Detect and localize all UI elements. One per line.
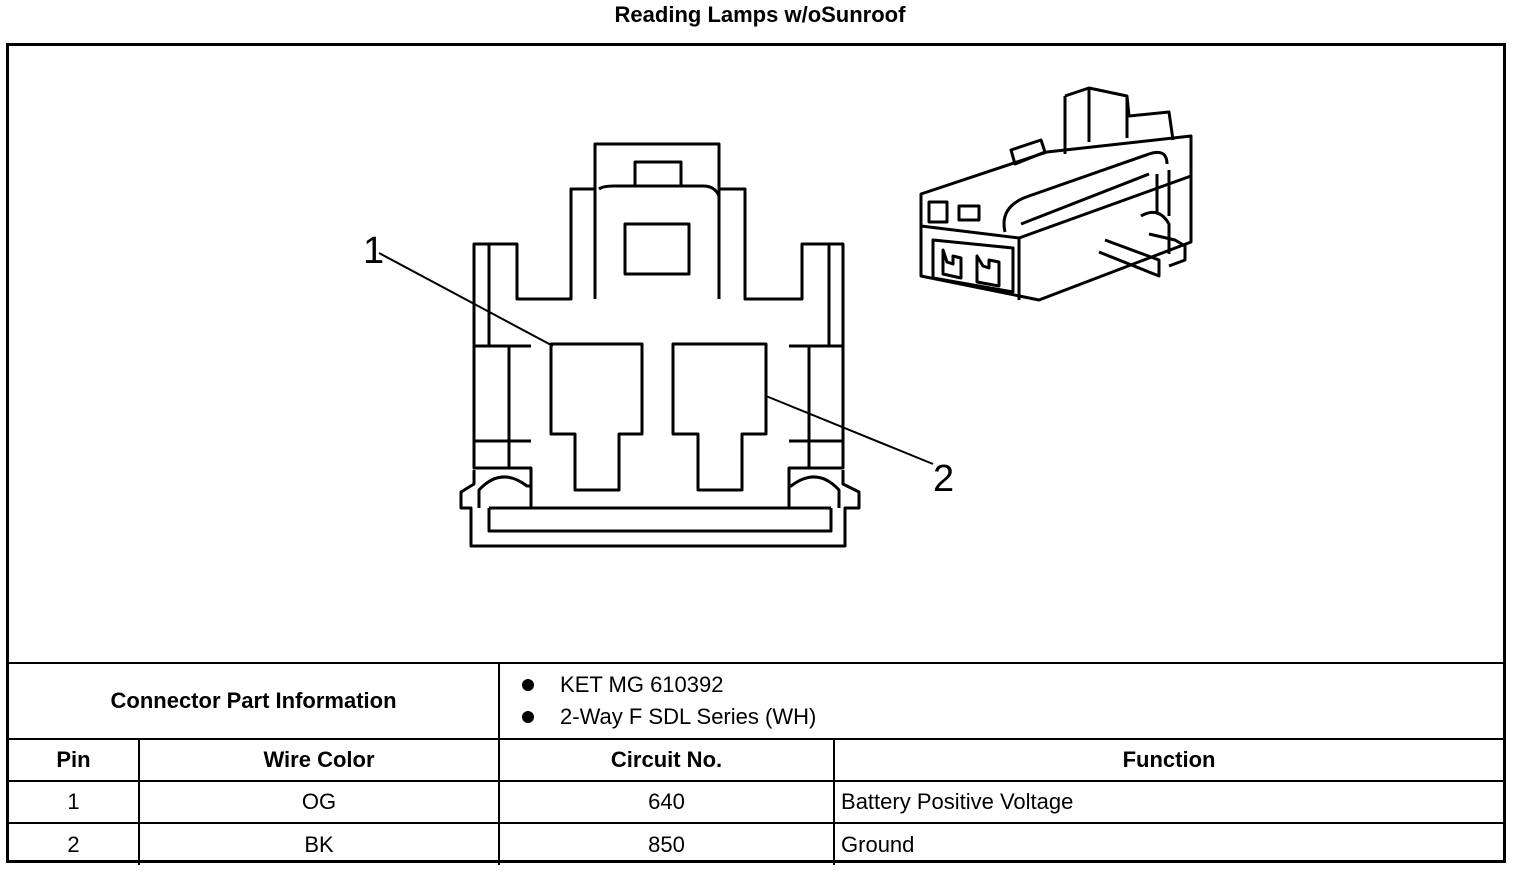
connector-info-row: Connector Part Information KET MG 610392… xyxy=(9,662,1504,740)
cell-circuit: 640 xyxy=(498,780,836,824)
connector-frame: 1 2 Connector Part Information KET MG 61… xyxy=(6,43,1506,865)
connector-table: Connector Part Information KET MG 610392… xyxy=(9,662,1504,865)
table-header-row: Pin Wire Color Circuit No. Function xyxy=(9,738,1504,782)
connector-info-label: Connector Part Information xyxy=(9,662,501,740)
connector-series: 2-Way F SDL Series (WH) xyxy=(522,701,1497,733)
callout-pin-2: 2 xyxy=(933,458,955,500)
cell-pin: 2 xyxy=(9,822,140,865)
diagram-title: Reading Lamps w/oSunroof xyxy=(614,2,906,27)
callout-pin-1: 1 xyxy=(363,230,385,272)
connector-drawing xyxy=(378,86,1193,548)
locking-tab xyxy=(633,160,683,188)
header-circuit: Circuit No. xyxy=(498,738,836,782)
header-wire-color: Wire Color xyxy=(137,738,501,782)
connector-base xyxy=(459,470,861,548)
connector-info-values: KET MG 610392 2-Way F SDL Series (WH) xyxy=(498,662,1504,740)
connector-part-number: KET MG 610392 xyxy=(522,669,1497,701)
table-row: 2 BK 850 Ground xyxy=(9,822,1504,865)
header-function: Function xyxy=(833,738,1504,782)
cell-circuit: 850 xyxy=(498,822,836,865)
cavity-2 xyxy=(671,342,768,492)
connector-iso-view xyxy=(919,86,1193,302)
cell-function: Ground xyxy=(833,822,1504,865)
cell-pin: 1 xyxy=(9,780,140,824)
leader-line-1 xyxy=(378,252,554,347)
table-row: 1 OG 640 Battery Positive Voltage xyxy=(9,780,1504,824)
latch-window xyxy=(623,222,691,276)
header-pin: Pin xyxy=(9,738,140,782)
connector-face-outline xyxy=(472,142,845,510)
leader-line-2 xyxy=(765,395,934,465)
cell-function: Battery Positive Voltage xyxy=(833,780,1504,824)
cell-wire-color: OG xyxy=(137,780,501,824)
cell-wire-color: BK xyxy=(137,822,501,865)
cavity-1 xyxy=(549,342,644,492)
